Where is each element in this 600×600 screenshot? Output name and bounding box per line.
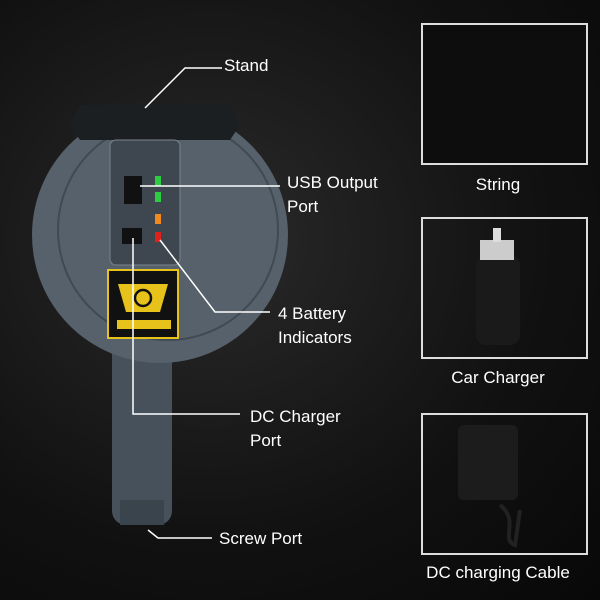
callout-line: DC Charger xyxy=(250,407,341,426)
control-panel xyxy=(109,139,181,266)
handle xyxy=(112,330,172,525)
battery-led xyxy=(155,214,161,224)
callout-stand: Stand xyxy=(224,56,269,75)
callout-line: USB Output xyxy=(287,173,378,192)
stand xyxy=(70,105,240,140)
car-charger xyxy=(476,255,520,345)
callout-line: 4 Battery xyxy=(278,304,347,323)
callout-line: Port xyxy=(250,431,282,450)
power-icon xyxy=(133,288,153,308)
usb-port xyxy=(124,176,142,204)
battery-led xyxy=(155,192,161,202)
accessory-box-car-charger xyxy=(421,217,588,359)
callout-battery-indicators: 4 Battery Indicators xyxy=(278,302,352,350)
callout-line: Port xyxy=(287,197,319,216)
callout-line: Indicators xyxy=(278,328,352,347)
callout-dc-charger-port: DC Charger Port xyxy=(250,405,341,453)
accessory-label-string: String xyxy=(475,175,521,194)
accessory-label-car-charger: Car Charger xyxy=(451,368,545,387)
callout-screw-port: Screw Port xyxy=(219,529,303,548)
accessory-label-dc-cable: DC charging Cable xyxy=(426,563,570,582)
dc-port xyxy=(122,228,142,244)
callout-usb-output-port: USB Output Port xyxy=(287,171,378,219)
battery-led xyxy=(155,176,161,186)
accessory-box-string xyxy=(421,23,588,165)
dc-adapter xyxy=(458,425,518,500)
battery-led xyxy=(155,232,161,242)
accessory-box-dc-cable xyxy=(421,413,588,555)
